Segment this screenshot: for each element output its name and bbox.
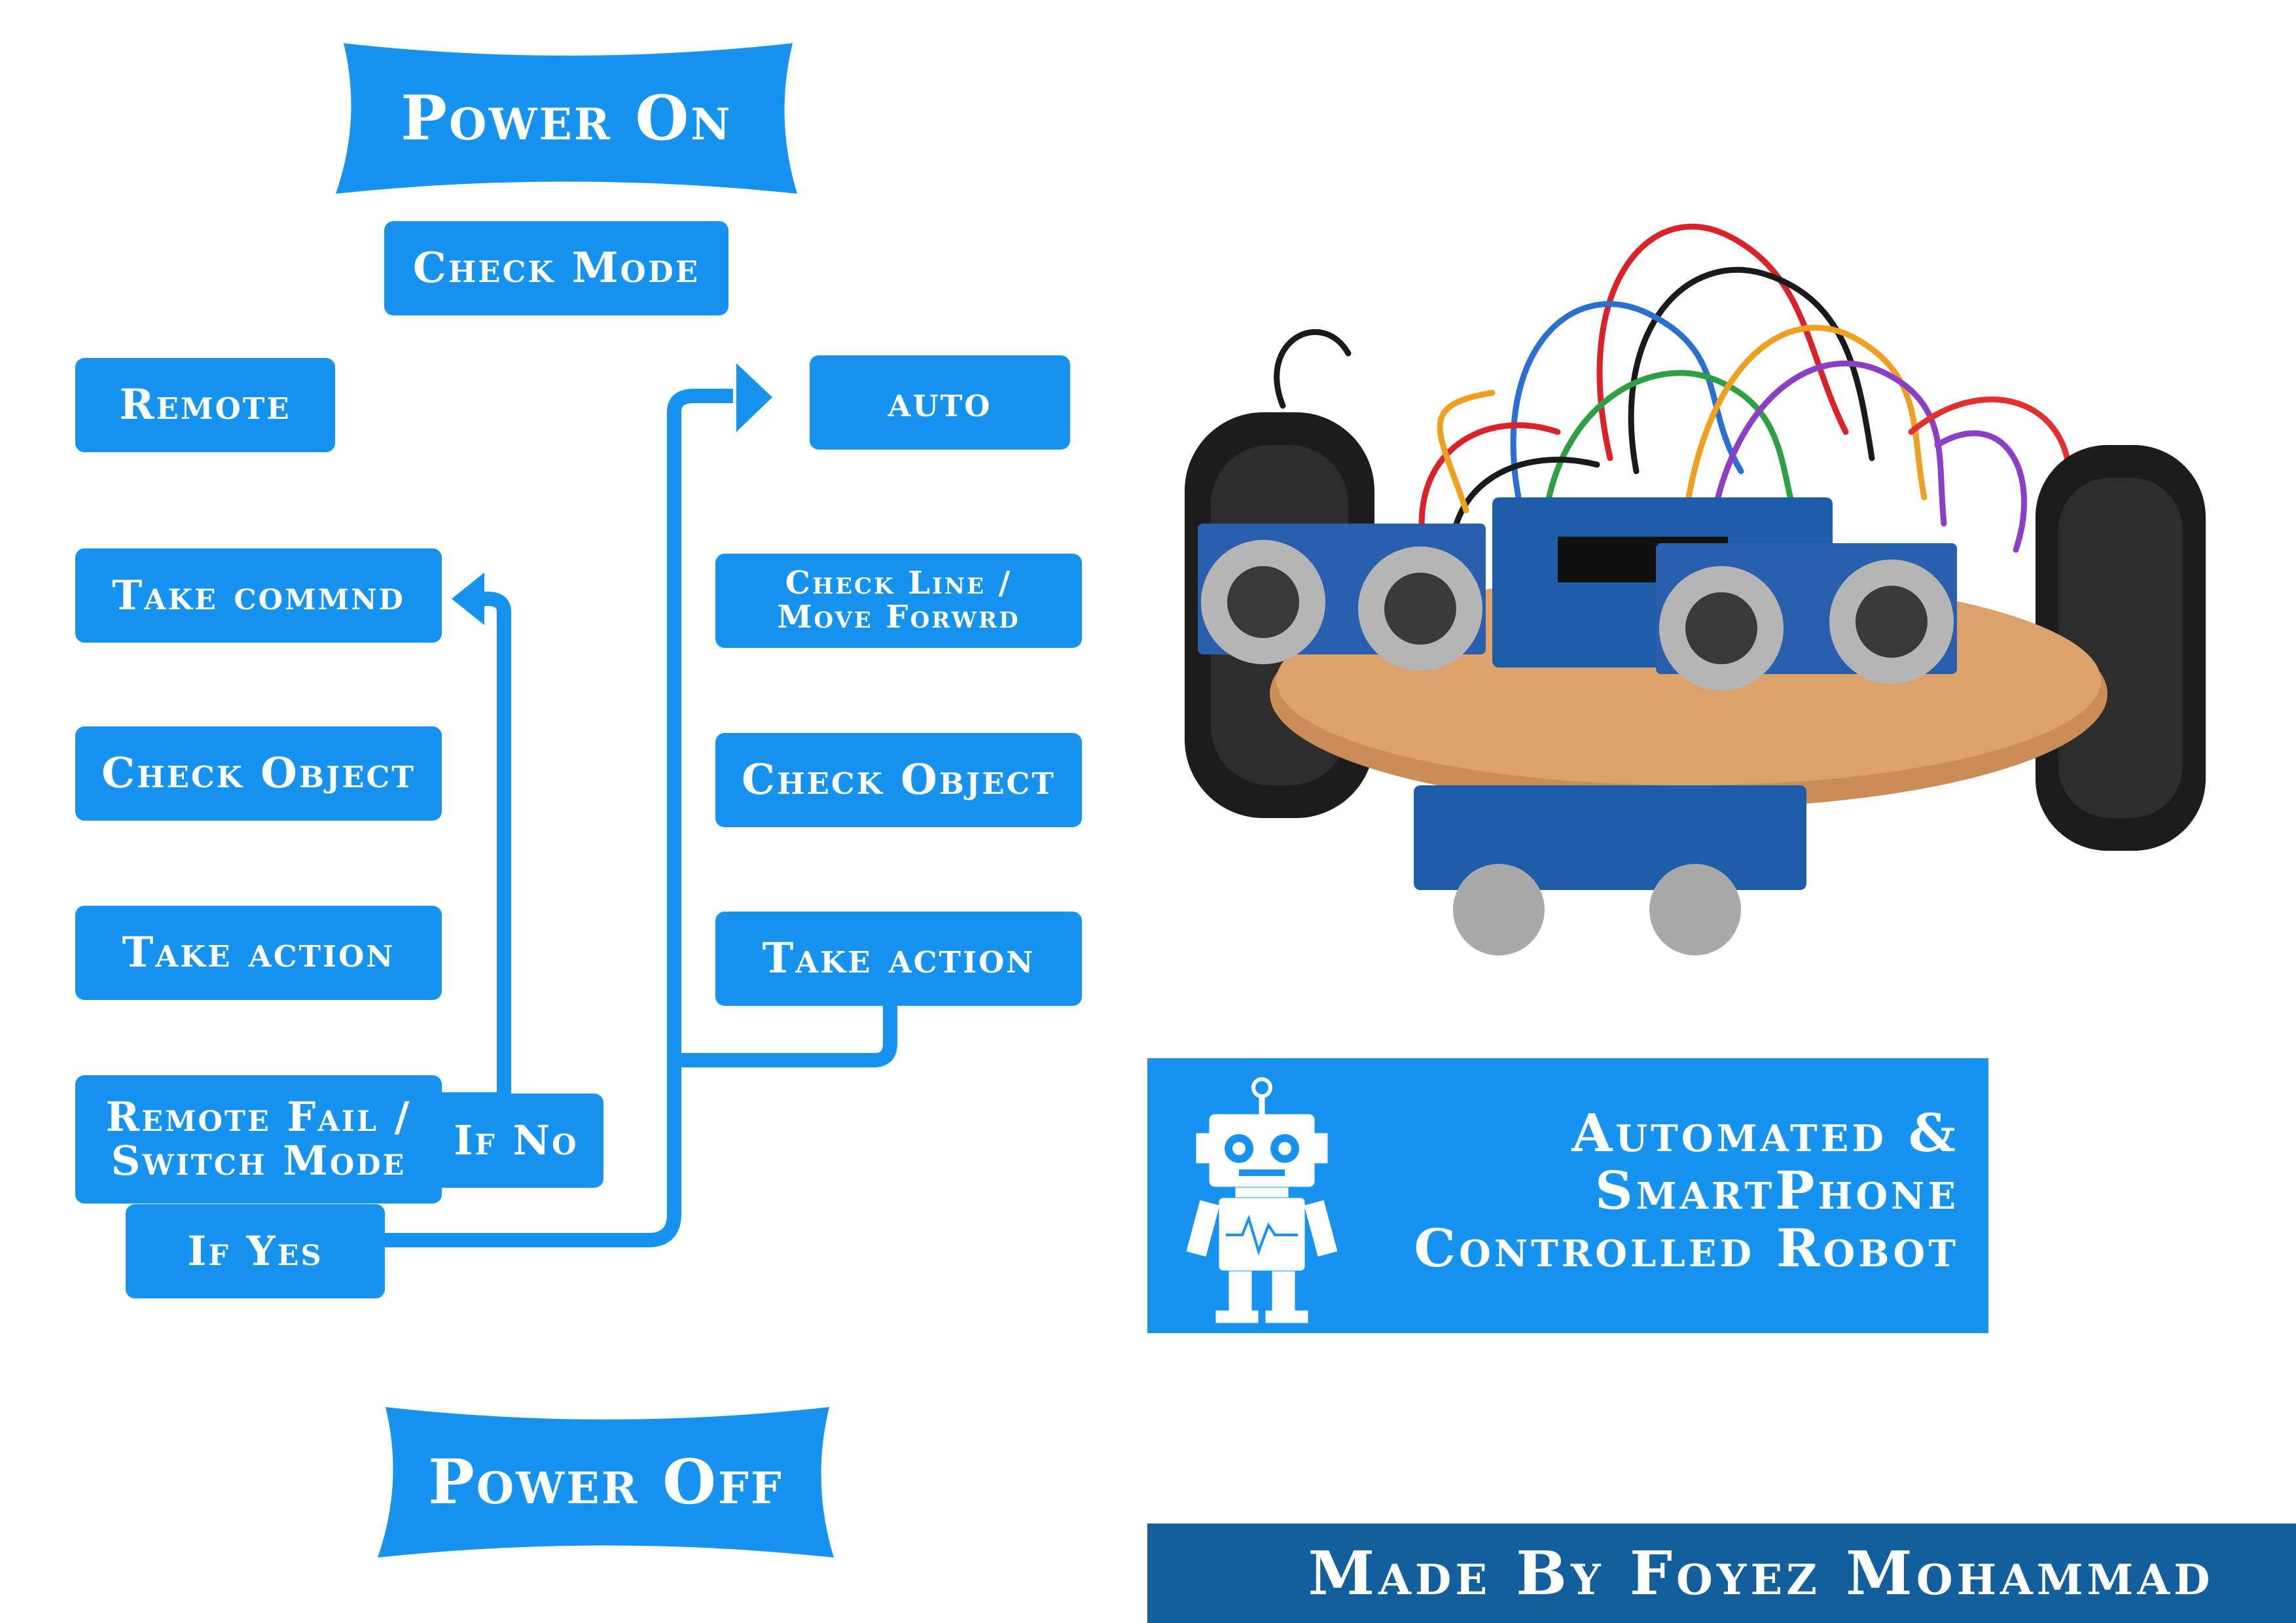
power-on-label: Power On xyxy=(401,82,732,154)
credit-label: Made By Foyez Mohammad xyxy=(1308,1538,2214,1609)
remote-fail-line1: Remote Fail / xyxy=(105,1093,412,1141)
remote-take-command-label: Take commnd xyxy=(112,571,405,619)
title-line-1: Automated & xyxy=(1571,1102,1959,1164)
ribbon-shape xyxy=(378,1407,834,1558)
auto-mode-box: auto xyxy=(810,355,1070,450)
remote-mode-label: Remote xyxy=(119,380,291,430)
title-line-3: Controlled Robot xyxy=(1414,1217,1959,1279)
ultrasonic-sensor-left xyxy=(1198,524,1486,671)
robot-icon xyxy=(1186,1077,1338,1323)
power-off-label: Power Off xyxy=(428,1446,783,1518)
arrow-if-yes-to-auto xyxy=(383,389,733,1247)
if-no-box: If No xyxy=(429,1094,603,1188)
arrow-take-action-loop xyxy=(674,1005,897,1067)
auto-mode-label: auto xyxy=(888,378,992,427)
arrow-head-auto xyxy=(736,363,772,432)
wheel-right xyxy=(2036,445,2206,851)
remote-mode-box: Remote xyxy=(75,358,335,452)
auto-take-action-label: Take action xyxy=(762,934,1035,984)
auto-check-object-box: Check Object xyxy=(715,733,1082,827)
check-mode-label: Check Mode xyxy=(412,243,700,293)
title-text: Automated & SmartPhone Controlled Robot xyxy=(1414,1104,1959,1277)
auto-check-object-label: Check Object xyxy=(742,755,1056,805)
arrow-if-no-to-take-command xyxy=(439,592,511,1107)
auto-check-line-box: Check Line / Move Forwrd xyxy=(715,554,1082,648)
if-no-label: If No xyxy=(454,1116,579,1164)
credit-bar: Made By Foyez Mohammad xyxy=(1147,1524,2296,1623)
power-on-banner: Power On xyxy=(336,42,797,195)
remote-check-object-label: Check Object xyxy=(101,749,416,798)
title-line-2: SmartPhone xyxy=(1594,1160,1959,1221)
remote-check-object-box: Check Object xyxy=(75,726,442,821)
if-yes-box: If Yes xyxy=(126,1204,385,1298)
auto-check-line-line1: Check Line / xyxy=(785,565,1013,602)
remote-fail-line2: Switch Mode xyxy=(111,1137,406,1185)
check-mode-box: Check Mode xyxy=(384,221,728,315)
arrow-head-take-command xyxy=(452,573,484,625)
robot-car-photo xyxy=(1185,223,2206,955)
remote-take-command-box: Take commnd xyxy=(75,548,442,643)
auto-check-line-line2: Move Forwrd xyxy=(777,599,1020,635)
ribbon-shape xyxy=(336,43,797,194)
remote-take-action-label: Take action xyxy=(122,928,395,978)
power-off-banner: Power Off xyxy=(378,1406,834,1559)
remote-fail-box: Remote Fail / Switch Mode xyxy=(75,1075,442,1204)
remote-take-action-box: Take action xyxy=(75,906,442,1000)
title-card: Automated & SmartPhone Controlled Robot xyxy=(1147,1058,1988,1333)
if-yes-label: If Yes xyxy=(187,1226,323,1275)
ultrasonic-sensor-right xyxy=(1656,543,1957,690)
auto-take-action-box: Take action xyxy=(715,912,1082,1006)
